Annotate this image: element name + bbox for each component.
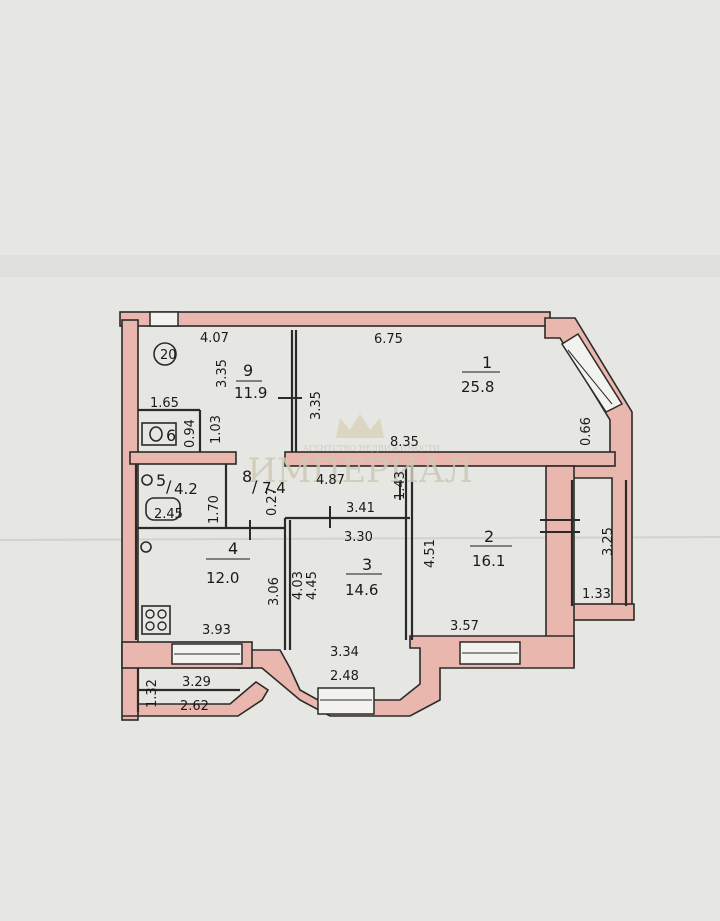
dim-0-66: 0.66 (579, 417, 594, 446)
dim-6-75: 6.75 (374, 332, 403, 347)
opening-ticks (249, 397, 580, 540)
dim-4-07: 4.07 (200, 331, 229, 346)
room-9-number: 9 (243, 361, 253, 380)
dim-3-25: 3.25 (601, 527, 616, 556)
sink-icon (141, 474, 153, 486)
watermark-brand: ИМПЕРИАЛ (247, 451, 473, 491)
dim-3-41: 3.41 (346, 501, 375, 516)
room-5-number: 5 (156, 471, 166, 490)
dim-1-65: 1.65 (150, 396, 179, 411)
room-4-number: 4 (228, 539, 238, 558)
room-9-area: 11.9 (234, 384, 267, 402)
dim-1-70: 1.70 (207, 495, 222, 524)
toilet-icon (141, 422, 177, 446)
dim-4-87: 4.87 (316, 473, 345, 488)
dim-3-29: 3.29 (182, 675, 211, 690)
room-8-area: 7.4 (262, 479, 286, 497)
dim-4-51: 4.51 (423, 539, 438, 568)
dim-3-35-a: 3.35 (215, 359, 230, 388)
room-5-area: 4.2 (174, 480, 198, 498)
windows (149, 311, 624, 715)
stove-burners (145, 609, 167, 631)
dim-3-34: 3.34 (330, 645, 359, 660)
dim-1-32: 1.32 (145, 679, 160, 708)
room-labels: 20 1 25.8 2 16.1 3 14.6 4 12.0 5 / 4.2 6… (156, 348, 512, 599)
room-1-area: 25.8 (461, 378, 494, 396)
watermark: АГЕНТСТВО НЕДВИЖИМОСТИ ИМПЕРИАЛ (247, 414, 473, 491)
dim-2-45: 2.45 (154, 507, 183, 522)
dim-3-57: 3.57 (450, 619, 479, 634)
room-4-area: 12.0 (206, 569, 239, 587)
stove-icon (141, 605, 171, 635)
watermark-tagline: АГЕНТСТВО НЕДВИЖИМОСТИ (303, 444, 440, 453)
background-text-strip (0, 255, 720, 277)
bathtub-icon (145, 497, 181, 521)
dim-3-06: 3.06 (267, 577, 282, 606)
floor-marker-circle (153, 342, 177, 366)
dim-3-35-b: 3.35 (309, 391, 324, 420)
dim-2-62: 2.62 (180, 699, 209, 714)
dim-2-48: 2.48 (330, 669, 359, 684)
dim-3-30: 3.30 (344, 530, 373, 545)
toilet-bowl-icon (149, 426, 163, 442)
room-1-number: 1 (482, 353, 492, 372)
dim-1-43: 1.43 (393, 471, 408, 500)
room-6-number: 6 (166, 426, 176, 445)
dim-1-33: 1.33 (582, 587, 611, 602)
fixtures (140, 342, 181, 635)
dim-1-03: 1.03 (209, 415, 224, 444)
room-8-slash: / (252, 477, 258, 496)
room-5-slash: / (166, 477, 172, 496)
dim-8-35: 8.35 (390, 435, 419, 450)
window-lines (174, 349, 613, 701)
partitions (134, 330, 628, 712)
room-2-number: 2 (484, 527, 494, 546)
dimension-labels: 4.07 6.75 3.35 3.35 1.65 0.94 1.03 8.35 … (145, 331, 616, 714)
dim-3-93: 3.93 (202, 623, 231, 638)
dim-4-03: 4.03 (291, 571, 306, 600)
room-2-area: 16.1 (472, 552, 505, 570)
room-3-number: 3 (362, 555, 372, 574)
dim-0-94: 0.94 (183, 419, 198, 448)
floor-marker: 20 (160, 348, 177, 363)
room-8-number: 8 (242, 467, 252, 486)
room-3-area: 14.6 (345, 581, 378, 599)
fold-line (0, 536, 720, 541)
crown-icon (336, 414, 384, 438)
kitchen-sink-icon (140, 541, 152, 553)
dim-4-45: 4.45 (305, 571, 320, 600)
dim-0-27: 0.27 (265, 487, 280, 516)
